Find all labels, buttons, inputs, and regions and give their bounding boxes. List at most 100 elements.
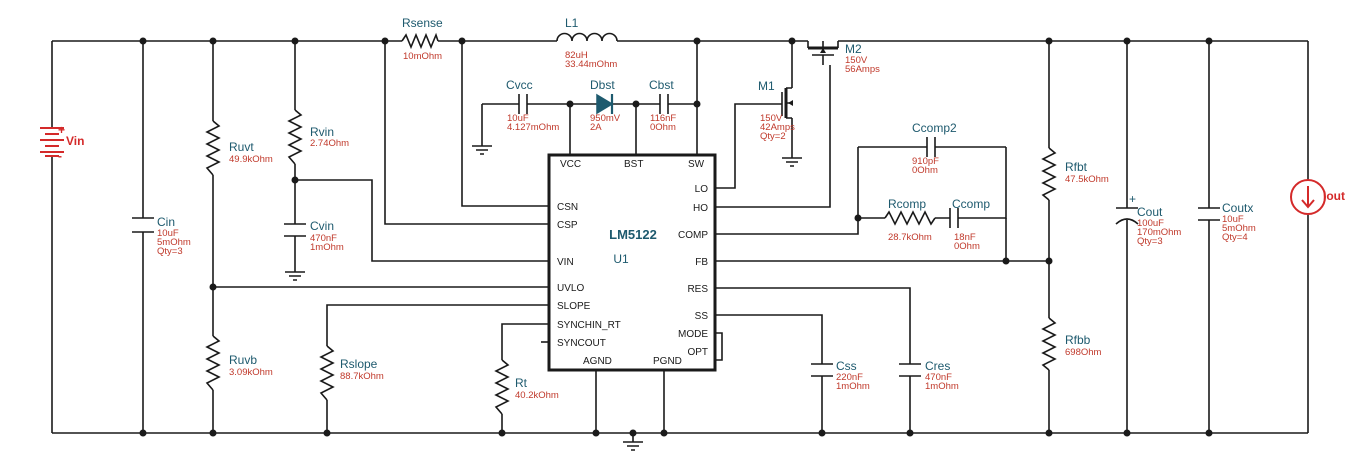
capacitor-cvin[interactable]: Cvin 470nF 1mOhm [284,219,344,253]
cin-value-1: 10uF [157,228,179,239]
ruvt-name: Ruvt [229,140,254,154]
rfbt-name: Rfbt [1065,160,1088,174]
capacitor-cout[interactable]: + Cout 100uF 170mOhm Qty=3 [1115,192,1181,247]
ccomp2-name: Ccomp2 [912,121,957,135]
rsense-value-1: 10mOhm [403,51,442,62]
cres-value-2: 1mOhm [925,381,959,392]
m2-value-2: 56Amps [845,64,880,75]
iout-label: Iout [1323,189,1345,203]
capacitor-ccomp[interactable]: Ccomp 18nF 0Ohm [949,197,990,252]
iout-source[interactable]: Iout [1290,179,1345,215]
pin-csp: CSP [557,220,578,231]
pin-lo: LO [695,184,709,195]
resistor-rsense[interactable]: Rsense 10mOhm [401,16,443,62]
ccomp-value-1: 18nF [954,232,976,243]
cvcc-name: Cvcc [506,78,533,92]
capacitor-coutx[interactable]: Coutx 10uF 5mOhm Qty=4 [1198,201,1256,243]
cvin-value-1: 470nF [310,233,337,244]
ground-symbol [782,157,802,167]
capacitor-cvcc[interactable]: Cvcc 10uF 4.127mOhm [506,78,559,133]
pin-mode: MODE [678,329,708,340]
ccomp-name: Ccomp [952,197,990,211]
cbst-value-2: 0Ohm [650,122,676,133]
ic-ref: U1 [613,252,629,266]
vin-label: Vin [66,134,84,148]
rfbb-value-1: 698Ohm [1065,347,1102,358]
mosfet-m2[interactable]: M2 150V 56Amps [807,41,880,75]
resistor-rt[interactable]: Rt 40.2kOhm [494,359,559,415]
pin-synchin-rt: SYNCHIN_RT [557,320,621,331]
resistor-rslope[interactable]: Rslope 88.7kOhm [319,345,384,401]
m1-value-1: 150V [760,113,783,124]
cout-value-1: 100uF [1137,218,1164,229]
coutx-value-2: 5mOhm [1222,223,1256,234]
inductor-l1[interactable]: L1 82uH 33.44mOhm [556,16,618,70]
pin-opt: OPT [687,347,708,358]
cin-name: Cin [157,215,175,229]
mosfet-m1[interactable]: M1 150V 42Amps Qty=2 [758,79,795,142]
pin-ho: HO [693,203,708,214]
cbst-value-1: 116nF [650,113,676,124]
pin-slope: SLOPE [557,301,591,312]
capacitor-cin[interactable]: Cin 10uF 5mOhm Qty=3 [132,215,191,257]
rvin-value-1: 2.74Ohm [310,138,349,149]
resistor-rcomp[interactable]: Rcomp 28.7kOhm [884,197,936,243]
rt-value-1: 40.2kOhm [515,390,559,401]
cout-value-3: Qty=3 [1137,236,1163,247]
pin-bst: BST [624,159,643,170]
cout-name: Cout [1137,205,1163,219]
rfbt-value-1: 47.5kOhm [1065,174,1109,185]
vin-source[interactable]: + - Vin [40,123,84,163]
ic-name: LM5122 [609,227,657,242]
rcomp-name: Rcomp [888,197,926,211]
capacitor-cres[interactable]: Cres 470nF 1mOhm [899,359,959,392]
pin-syncout: SYNCOUT [557,338,606,349]
m1-value-2: 42Amps [760,122,795,133]
pin-pgnd: PGND [653,356,682,367]
capacitor-ccomp2[interactable]: Ccomp2 910pF 0Ohm [912,121,957,176]
dbst-value-1: 950mV [590,113,621,124]
cbst-name: Cbst [649,78,674,92]
pin-sw: SW [688,159,705,170]
cres-value-1: 470nF [925,372,952,383]
resistor-rvin[interactable]: Rvin 2.74Ohm [287,109,349,165]
resistor-ruvt[interactable]: Ruvt 49.9kOhm [205,120,273,176]
pin-comp: COMP [678,230,708,241]
cin-value-3: Qty=3 [157,246,183,257]
ground-symbol [285,271,305,281]
cvcc-value-2: 4.127mOhm [507,122,559,133]
ruvb-name: Ruvb [229,353,257,367]
coutx-value-3: Qty=4 [1222,232,1248,243]
css-name: Css [836,359,857,373]
capacitor-cbst[interactable]: Cbst 116nF 0Ohm [649,78,676,133]
cres-name: Cres [925,359,950,373]
rcomp-value-1: 28.7kOhm [888,232,932,243]
ruvb-value-1: 3.09kOhm [229,367,273,378]
pin-uvlo: UVLO [557,283,584,294]
cvin-name: Cvin [310,219,334,233]
resistor-rfbt[interactable]: Rfbt 47.5kOhm [1041,147,1109,201]
pin-fb: FB [695,257,708,268]
resistor-ruvb[interactable]: Ruvb 3.09kOhm [205,335,273,391]
capacitor-css[interactable]: Css 220nF 1mOhm [811,359,870,392]
pin-csn: CSN [557,202,578,213]
diode-dbst[interactable]: Dbst 950mV 2A [590,78,621,133]
cvcc-value-1: 10uF [507,113,529,124]
ground-symbol [623,433,643,451]
pin-vcc: VCC [560,159,581,170]
m2-value-1: 150V [845,55,868,66]
ground-symbol [472,145,492,155]
rt-name: Rt [515,376,528,390]
pin-vin: VIN [557,257,574,268]
ic-lm5122[interactable]: LM5122 U1 VCC BST SW LO HO CSN CSP COMP … [547,153,717,372]
l1-name: L1 [565,16,579,30]
l1-value-1: 82uH [565,50,588,61]
cvin-value-2: 1mOhm [310,242,344,253]
css-value-1: 220nF [836,372,863,383]
pin-ss: SS [695,311,709,322]
wires [51,40,1309,434]
resistor-rfbb[interactable]: Rfbb 698Ohm [1041,317,1102,371]
css-value-2: 1mOhm [836,381,870,392]
rfbb-name: Rfbb [1065,333,1091,347]
